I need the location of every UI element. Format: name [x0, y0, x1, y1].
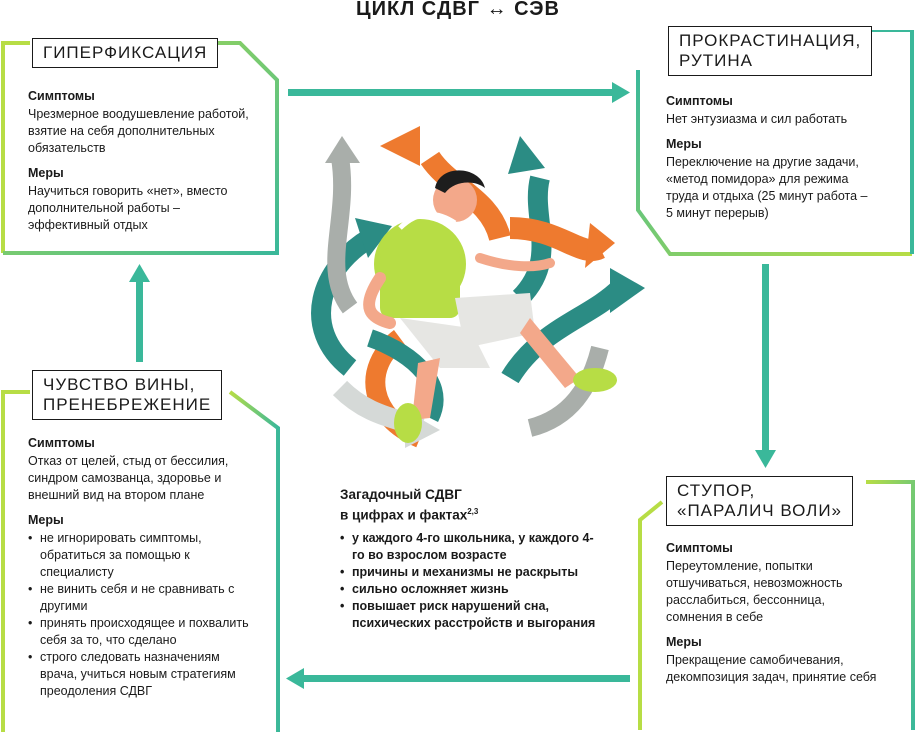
panel-frame — [1, 390, 280, 732]
measures-heading: Меры — [666, 137, 702, 151]
list-item: повышает риск нарушений сна, психических… — [340, 598, 600, 632]
panel-stupor: СТУПОР, «ПАРАЛИЧ ВОЛИ» Симптомы Переутом… — [636, 476, 916, 732]
measures-heading: Меры — [28, 166, 64, 180]
measures-text: Научиться говорить «нет», вместо дополни… — [28, 184, 228, 232]
symptoms-heading: Симптомы — [28, 89, 95, 103]
measures-heading: Меры — [28, 513, 64, 527]
panel-frame — [1, 41, 279, 255]
adhd-facts: Загадочный СДВГ в цифрах и фактах2,3 у к… — [340, 486, 600, 632]
measures-text: Прекращение самобичевания, декомпозиция … — [666, 653, 877, 684]
list-item: сильно осложняет жизнь — [340, 581, 600, 598]
tag-line: «ПАРАЛИЧ ВОЛИ» — [677, 501, 842, 520]
arrow-right-icon — [288, 82, 630, 103]
panel-tag: ГИПЕРФИКСАЦИЯ — [32, 38, 219, 68]
panel-guilt: ЧУВСТВО ВИНЫ, ПРЕНЕБРЕЖЕНИЕ Симптомы Отк… — [0, 366, 282, 732]
tag-line: РУТИНА — [679, 51, 753, 70]
list-item: причины и механизмы не раскрыты — [340, 564, 600, 581]
facts-heading: Загадочный СДВГ в цифрах и фактах2,3 — [340, 486, 600, 524]
tag-line: СТУПОР, — [677, 481, 756, 500]
footnote-ref: 2,3 — [467, 507, 479, 516]
facts-heading-line: в цифрах и фактах — [340, 507, 468, 523]
arrow-up-icon — [129, 264, 150, 362]
list-item: не игнорировать симптомы, обратиться за … — [28, 530, 256, 581]
list-item: принять происходящее и похвалить себя за… — [28, 615, 256, 649]
facts-list: у каждого 4-го школьника, у каждого 4-го… — [340, 530, 600, 632]
symptoms-text: Нет энтузиазма и сил работать — [666, 112, 848, 126]
symptoms-heading: Симптомы — [28, 436, 95, 450]
person-with-arrows-illustration — [311, 126, 645, 448]
panel-procrastination: ПРОКРАСТИНАЦИЯ, РУТИНА Симптомы Нет энту… — [630, 26, 916, 260]
tag-line: ЧУВСТВО ВИНЫ, — [43, 375, 196, 394]
measures-text: Переключение на другие задачи, «метод по… — [666, 155, 868, 220]
panel-tag: ПРОКРАСТИНАЦИЯ, РУТИНА — [668, 26, 873, 76]
measures-heading: Меры — [666, 635, 702, 649]
symptoms-text: Отказ от целей, стыд от бессилия, синдро… — [28, 454, 229, 502]
facts-heading-line: Загадочный СДВГ — [340, 487, 462, 502]
tag-line: ПРОКРАСТИНАЦИЯ, — [679, 31, 862, 50]
list-item: не винить себя и не сравнивать с другими — [28, 581, 256, 615]
panel-frame — [638, 480, 915, 730]
measures-list: не игнорировать симптомы, обратиться за … — [28, 530, 256, 700]
panel-hyperfixation: ГИПЕРФИКСАЦИЯ Симптомы Чрезмерное воодуш… — [0, 38, 290, 260]
symptoms-text: Чрезмерное воодушевление работой, взятие… — [28, 107, 249, 155]
panel-frame — [636, 30, 914, 256]
panel-tag: СТУПОР, «ПАРАЛИЧ ВОЛИ» — [666, 476, 853, 526]
symptoms-heading: Симптомы — [666, 541, 733, 555]
symptoms-heading: Симптомы — [666, 94, 733, 108]
arrow-down-icon — [755, 264, 776, 468]
tag-line: ПРЕНЕБРЕЖЕНИЕ — [43, 395, 212, 414]
list-item: у каждого 4-го школьника, у каждого 4-го… — [340, 530, 600, 564]
diagram-title: ЦИКЛ СДВГ ↔ СЭВ — [356, 0, 560, 20]
list-item: строго следовать назначениям врача, учит… — [28, 649, 256, 700]
symptoms-text: Переутомление, попытки отшучиваться, нев… — [666, 559, 843, 624]
panel-tag: ЧУВСТВО ВИНЫ, ПРЕНЕБРЕЖЕНИЕ — [32, 370, 223, 420]
arrow-left-icon — [286, 668, 630, 689]
